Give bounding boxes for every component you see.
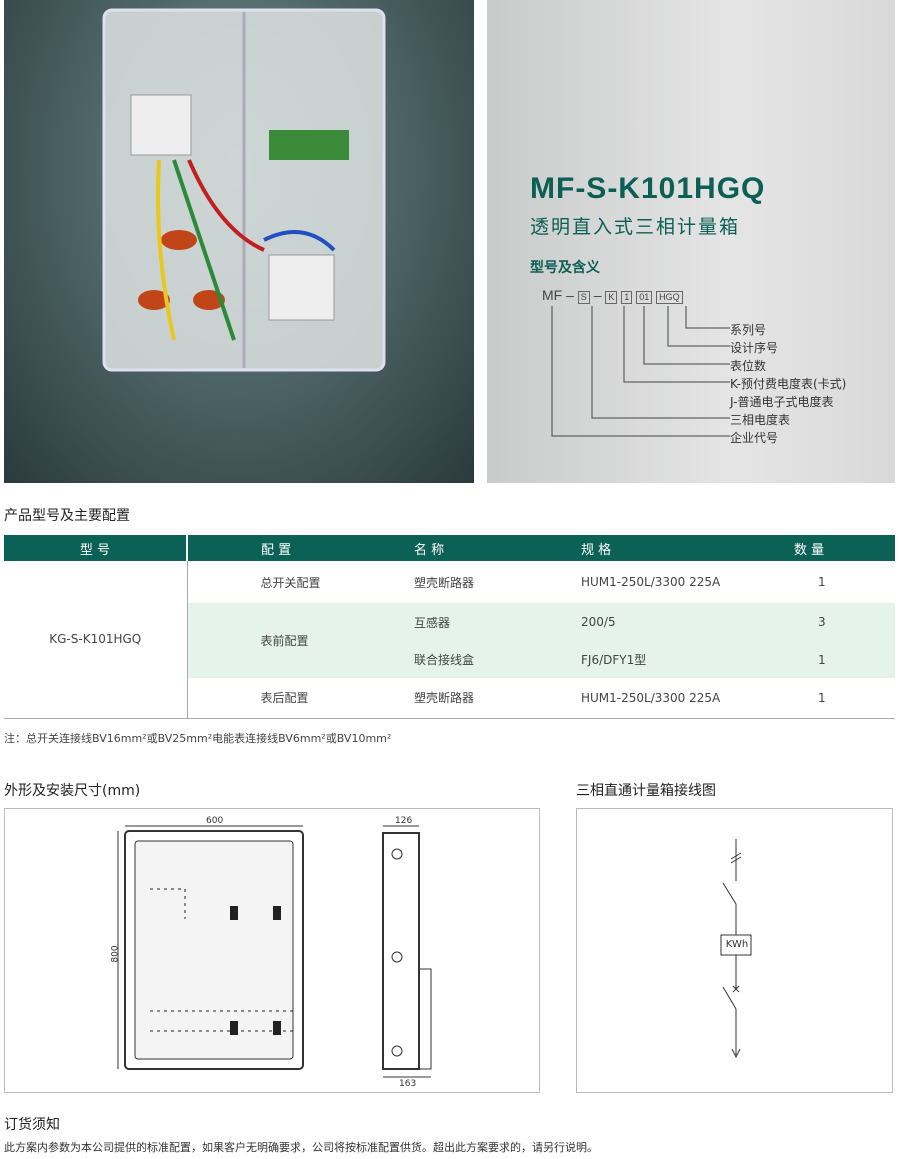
- meter-box-illustration: [102, 8, 386, 372]
- meaning-label: 设计序号: [730, 341, 779, 355]
- product-photo: [4, 0, 474, 483]
- meaning-label: 系列号: [730, 323, 767, 337]
- cell-qty: 1: [818, 575, 826, 589]
- meaning-label: K-预付费电度表(卡式): [730, 377, 847, 391]
- product-name: 透明直入式三相计量箱: [530, 216, 741, 238]
- table-row: 表后配置 塑壳断路器 HUM1-250L/3300 225A 1: [4, 678, 895, 718]
- cell-spec: FJ6/DFY1型: [581, 653, 647, 667]
- cell-qty: 1: [818, 690, 826, 705]
- model-code: MF – S – K 1 01 HGQ: [542, 287, 683, 304]
- cell-qty: 1: [818, 652, 826, 667]
- kwh-meter-label: KWh: [725, 939, 749, 950]
- height-dimension: 800: [110, 945, 121, 963]
- col-name: 名 称: [414, 535, 581, 561]
- code-part: HGQ: [656, 291, 683, 304]
- depth-bottom-dimension: 163: [399, 1079, 417, 1089]
- col-spec: 规 格: [581, 535, 794, 561]
- meaning-label: 企业代号: [730, 431, 779, 445]
- cell-qty: 3: [818, 615, 826, 629]
- cell-spec: HUM1-250L/3300 225A: [581, 575, 721, 589]
- cell-name: 联合接线盒: [414, 653, 475, 667]
- wiring-diagram: KWh: [576, 808, 893, 1093]
- order-heading: 订货须知: [4, 1117, 60, 1133]
- wiring-schematic: [720, 839, 752, 1059]
- model-meaning-heading: 型号及含义: [530, 260, 600, 276]
- order-text: 此方案内参数为本公司提供的标准配置，如果客户无明确要求，公司将按标准配置供货。超…: [4, 1141, 598, 1154]
- dimensions-heading: 外形及安装尺寸(mm): [4, 783, 141, 799]
- table-header: 型 号 配 置 名 称 规 格 数 量: [4, 535, 895, 561]
- model-info-panel: [487, 0, 895, 483]
- product-model: MF-S-K101HGQ: [530, 172, 766, 205]
- table-row: KG-S-K101HGQ 总开关配置 塑壳断路器 HUM1-250L/3300 …: [4, 561, 895, 719]
- cell-spec: 200/5: [581, 615, 616, 629]
- config-note: 注：总开关连接线BV16mm²或BV25mm²电能表连接线BV6mm²或BV10…: [4, 732, 392, 745]
- col-config: 配 置: [187, 535, 414, 561]
- cell-model: KG-S-K101HGQ: [4, 561, 188, 719]
- config-heading: 产品型号及主要配置: [4, 508, 130, 524]
- wiring-heading: 三相直通计量箱接线图: [576, 783, 716, 799]
- col-model: 型 号: [4, 535, 188, 561]
- cell-config: 表前配置: [260, 634, 309, 648]
- front-side-view-drawing: [117, 825, 432, 1078]
- cell-name: 互感器: [414, 615, 451, 630]
- code-prefix: MF: [542, 287, 563, 303]
- dimension-drawing: 600 800 126 163: [4, 808, 540, 1093]
- meaning-label: 三相电度表: [730, 413, 791, 427]
- meaning-label: J-普通电子式电度表: [730, 395, 834, 409]
- depth-top-dimension: 126: [395, 816, 413, 826]
- width-dimension: 600: [206, 816, 224, 826]
- model-leader-lines: [551, 306, 730, 437]
- col-qty: 数 量: [794, 535, 895, 561]
- cell-name: 塑壳断路器: [414, 575, 475, 590]
- cell-name: 塑壳断路器: [414, 691, 475, 706]
- cell-spec: HUM1-250L/3300 225A: [581, 690, 721, 705]
- meaning-label: 表位数: [730, 359, 767, 373]
- cell-config: 表后配置: [260, 691, 309, 706]
- cell-config: 总开关配置: [260, 575, 321, 590]
- config-table: 型 号 配 置 名 称 规 格 数 量 KG-S-K101HGQ 总开关配置 塑…: [4, 535, 895, 719]
